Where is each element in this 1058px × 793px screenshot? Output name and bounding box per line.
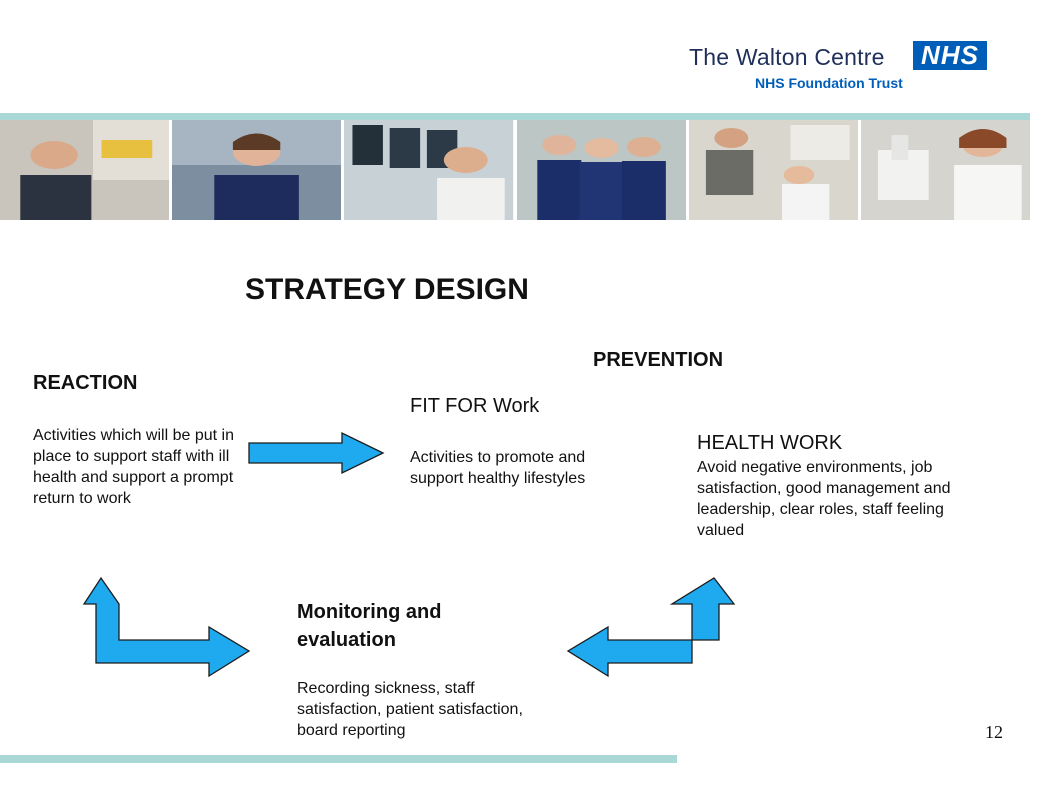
health-work-description: Avoid negative environments, job satisfa… (697, 459, 951, 539)
photo-strip (0, 120, 1031, 220)
monitoring-description: Recording sickness, staff satisfaction, … (297, 680, 523, 739)
logo-name: The Walton Centre (689, 44, 885, 70)
fit-for-work-description: Activities to promote and support health… (410, 449, 586, 487)
reaction-heading: REACTION (33, 372, 138, 394)
prevention-heading: PREVENTION (593, 349, 724, 371)
fit-for-work-heading: FIT FOR Work (410, 395, 540, 417)
elbow-arrow-right-icon (566, 577, 736, 678)
photo-lab-scientist (860, 120, 1031, 220)
page-number: 12 (985, 722, 1003, 742)
photo-doctor (0, 120, 170, 220)
top-accent-rule (0, 113, 1030, 120)
bottom-accent-rule (0, 755, 677, 763)
elbow-arrow-left-icon (82, 576, 251, 678)
right-arrow-icon (248, 431, 385, 475)
photo-nurse (172, 120, 342, 220)
photo-therapy (688, 120, 858, 220)
photo-radiologist (344, 120, 514, 220)
logo-subtitle: NHS Foundation Trust (755, 75, 903, 91)
health-work-heading: HEALTH WORK (697, 432, 843, 454)
reaction-description: Activities which will be put in place to… (33, 427, 234, 507)
monitoring-heading: Monitoring and evaluation (297, 601, 442, 651)
slide-title: STRATEGY DESIGN (245, 273, 529, 306)
nhs-badge: NHS (913, 41, 987, 70)
photo-nurses-group (516, 120, 686, 220)
